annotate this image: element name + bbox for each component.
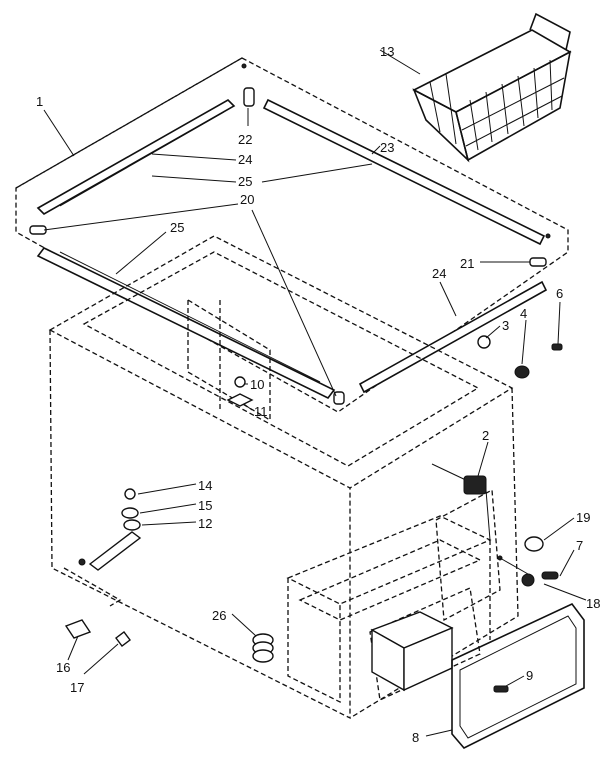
spring-part — [252, 633, 274, 663]
callout-21: 21 — [460, 256, 474, 271]
thermostat — [431, 463, 491, 541]
callout-17: 17 — [70, 680, 84, 695]
callout-14: 14 — [198, 478, 212, 493]
callout-25-top: 25 — [238, 174, 252, 189]
callout-2: 2 — [482, 428, 489, 443]
callout-8: 8 — [412, 730, 419, 745]
callout-6: 6 — [556, 286, 563, 301]
callout-11: 11 — [254, 404, 268, 419]
cabinet-outline — [48, 235, 519, 720]
callout-19: 19 — [576, 510, 590, 525]
leader-lines — [43, 49, 587, 737]
callout-26: 26 — [212, 608, 226, 623]
hinge-screw-parts — [64, 619, 131, 647]
callout-1: 1 — [36, 94, 43, 109]
callout-24-top: 24 — [238, 152, 252, 167]
callout-13: 13 — [380, 44, 394, 59]
callout-22: 22 — [238, 132, 252, 147]
callout-23: 23 — [380, 140, 394, 155]
callout-24-right: 24 — [432, 266, 446, 281]
callout-labels: 1 2 3 4 6 7 8 9 10 11 12 13 14 15 16 17 … — [36, 44, 600, 745]
callout-3: 3 — [502, 318, 509, 333]
wire-basket — [412, 12, 572, 163]
access-panel — [451, 603, 585, 749]
callout-20: 20 — [240, 192, 254, 207]
drain-parts — [78, 488, 142, 571]
callout-25-left: 25 — [170, 220, 184, 235]
callout-7: 7 — [576, 538, 583, 553]
callout-10: 10 — [250, 377, 264, 392]
callout-18: 18 — [586, 596, 600, 611]
right-side-parts — [477, 335, 563, 693]
callout-12: 12 — [198, 516, 212, 531]
compressor — [370, 611, 454, 692]
lid-rails — [36, 98, 548, 400]
callout-4: 4 — [520, 306, 527, 321]
callout-15: 15 — [198, 498, 212, 513]
callout-9: 9 — [526, 668, 533, 683]
latch-parts — [226, 376, 254, 407]
callout-16: 16 — [56, 660, 70, 675]
lid-outline — [15, 57, 569, 413]
